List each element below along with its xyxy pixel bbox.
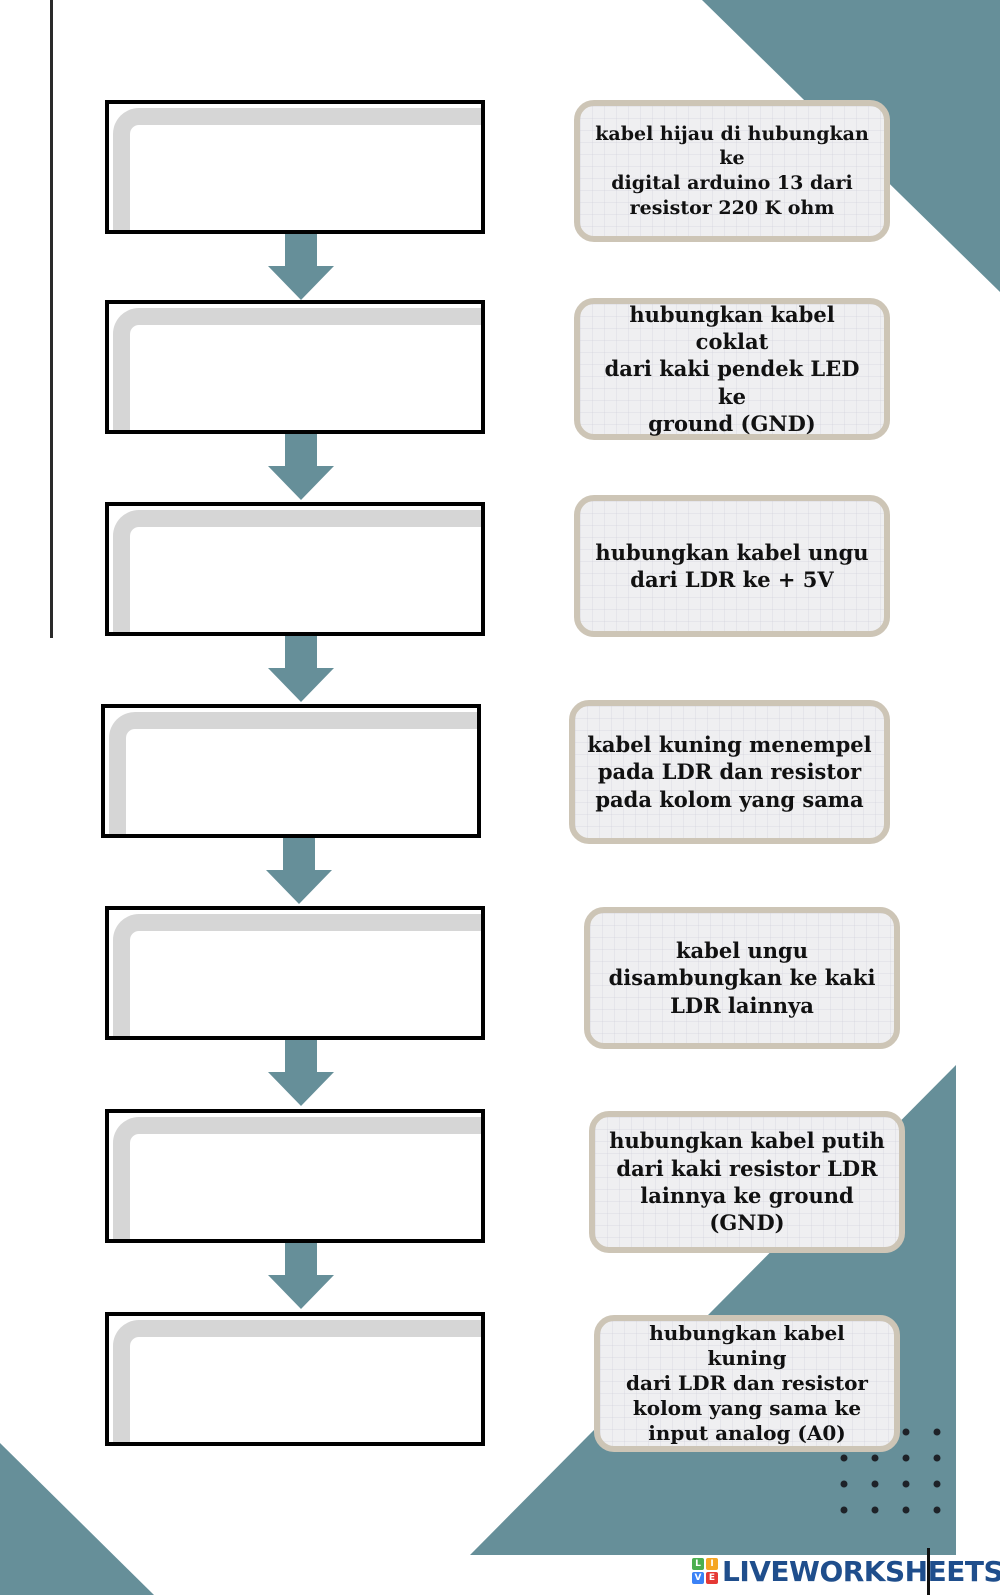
answer-input-1[interactable] [133,128,475,224]
answer-input-2[interactable] [133,328,475,424]
logo-tile-v: V [692,1572,704,1584]
instruction-card-1[interactable]: kabel hijau di hubungkan ke digital ardu… [574,100,890,242]
instruction-card-text: hubungkan kabel coklat dari kaki pendek … [604,301,860,436]
instruction-card-2[interactable]: hubungkan kabel coklat dari kaki pendek … [574,298,890,440]
arrow-down-icon [266,838,332,904]
instruction-card-text: kabel ungu disambungkan ke kaki LDR lain… [608,938,876,1018]
instruction-card-text: kabel hijau di hubungkan ke digital ardu… [595,122,869,219]
answer-input-7[interactable] [133,1340,475,1436]
instruction-card-7[interactable]: hubungkan kabel kuning dari LDR dan resi… [594,1315,900,1452]
instruction-card-text: kabel kuning menempel pada LDR dan resis… [587,732,872,812]
answer-box-frame [113,914,481,1036]
instruction-card-6[interactable]: hubungkan kabel putih dari kaki resistor… [589,1111,905,1253]
arrow-down-icon [268,1040,334,1106]
answer-input-6[interactable] [133,1137,475,1233]
bottom-left-triangle [0,1443,154,1595]
answer-box-4[interactable] [101,704,481,838]
logo-tile-l: L [692,1558,704,1570]
live-logo-icon: L I V E [692,1558,718,1584]
answer-input-3[interactable] [133,530,475,626]
arrow-down-icon [268,234,334,300]
answer-input-4[interactable] [129,732,471,828]
answer-box-7[interactable] [105,1312,485,1446]
answer-box-frame [113,108,481,230]
arrow-down-icon [268,434,334,500]
instruction-card-text: hubungkan kabel kuning dari LDR dan resi… [626,1321,868,1445]
instruction-card-text: hubungkan kabel ungu dari LDR ke + 5V [595,539,869,592]
instruction-card-text: hubungkan kabel putih dari kaki resistor… [609,1128,885,1236]
arrow-down-icon [268,1243,334,1309]
logo-tile-i: I [706,1558,718,1570]
instruction-card-3[interactable]: hubungkan kabel ungu dari LDR ke + 5V [574,495,890,637]
answer-box-frame [113,1117,481,1239]
answer-box-frame [113,510,481,632]
left-vertical-rule [50,0,53,638]
answer-box-frame [109,712,477,834]
answer-box-frame [113,308,481,430]
answer-box-frame [113,1320,481,1442]
instruction-card-5[interactable]: kabel ungu disambungkan ke kaki LDR lain… [584,907,900,1049]
answer-box-6[interactable] [105,1109,485,1243]
logo-text: LIVEWORKSHEETS [722,1554,1000,1588]
arrow-down-icon [268,636,334,702]
answer-input-5[interactable] [133,934,475,1030]
answer-box-1[interactable] [105,100,485,234]
liveworksheets-logo[interactable]: L I V E LIVEWORKSHEETS [692,1553,1000,1589]
logo-tile-e: E [706,1572,718,1584]
answer-box-2[interactable] [105,300,485,434]
text-cursor-line [927,1548,930,1595]
answer-box-3[interactable] [105,502,485,636]
answer-box-5[interactable] [105,906,485,1040]
instruction-card-4[interactable]: kabel kuning menempel pada LDR dan resis… [569,700,890,844]
